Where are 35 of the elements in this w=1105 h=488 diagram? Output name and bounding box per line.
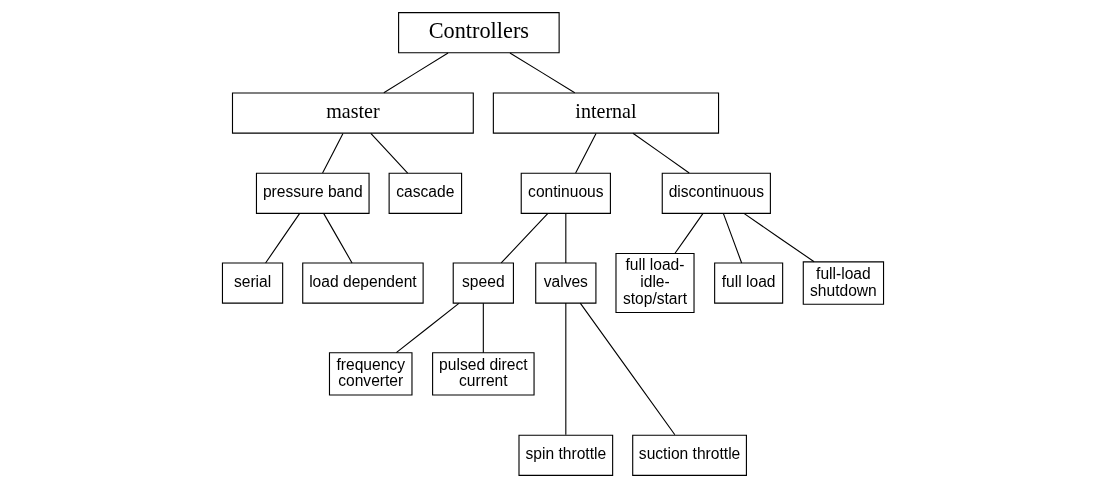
node-box: internal [492,92,719,134]
connector [500,212,548,264]
connector [674,212,704,254]
connector [631,132,690,174]
connector [321,132,344,174]
node-box: Controllers [397,12,560,54]
node-box: pressure band [255,172,370,214]
node-box: frequency converter [328,352,413,396]
node-box: suction throttle [631,434,747,476]
node-box: speed [452,262,514,304]
node-box: spin throttle [517,434,613,476]
connector [322,212,353,264]
node-box: discontinuous [661,172,771,214]
node-box: master [231,92,474,134]
node-box: load dependent [301,262,424,304]
connector [564,212,566,264]
connector [508,52,575,94]
connector [264,212,300,264]
node-box: full load [713,262,783,304]
connector [579,302,675,436]
node-box: full-load shutdown [802,261,884,305]
connector [382,52,449,94]
node-box: serial [221,262,283,304]
node-box: continuous [520,172,611,214]
connector [369,132,408,174]
node-box: full load-idle-stop/start [614,252,695,314]
connector [742,212,815,263]
node-box: pulsed direct current [431,352,535,396]
node-box: valves [534,262,596,304]
connector [722,212,742,264]
node-box: cascade [388,172,462,214]
connector [564,302,566,436]
connector [395,302,459,354]
connector [482,302,484,354]
connector [574,132,597,174]
